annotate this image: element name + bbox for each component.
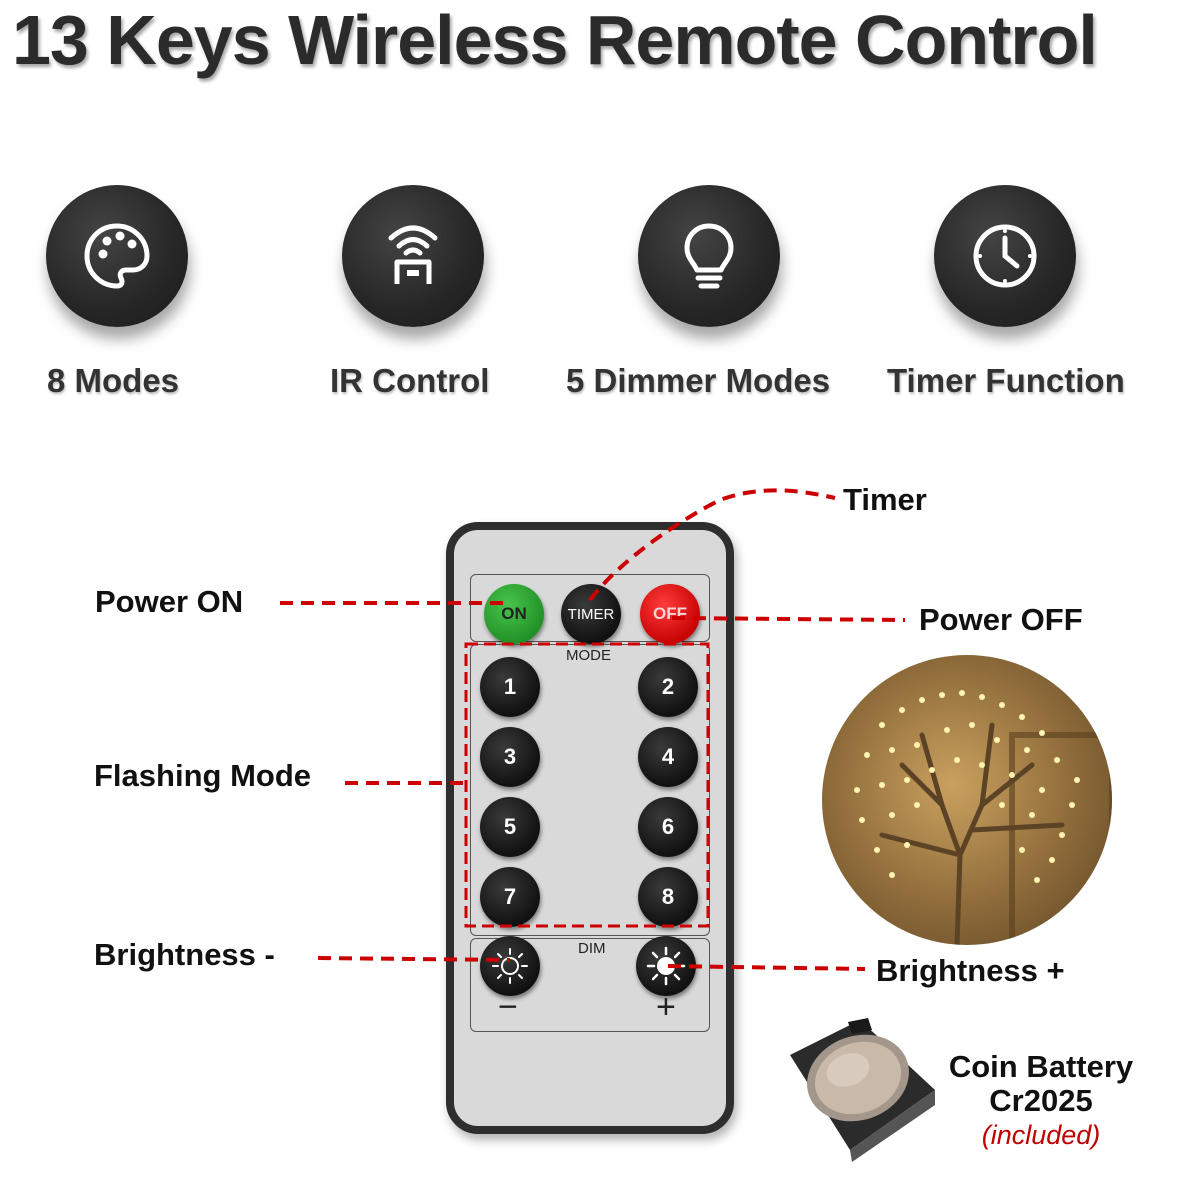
timer-button[interactable]: TIMER: [561, 584, 621, 644]
brightness-up-button[interactable]: [636, 936, 696, 996]
callout-brightness-minus: Brightness -: [94, 937, 275, 972]
mode-button-2[interactable]: 2: [638, 657, 698, 717]
palette-icon: [46, 185, 188, 327]
callout-flashing-mode: Flashing Mode: [94, 758, 311, 793]
callout-power-off: Power OFF: [919, 602, 1083, 637]
callout-power-on: Power ON: [95, 584, 244, 619]
mode-button-1[interactable]: 1: [480, 657, 540, 717]
dim-sun-icon: [492, 948, 528, 984]
callout-timer: Timer: [843, 482, 927, 517]
minus-sign: −: [498, 988, 518, 1026]
mode-button-5[interactable]: 5: [480, 797, 540, 857]
battery-line-1: Coin Battery: [948, 1049, 1134, 1084]
mode-button-7[interactable]: 7: [480, 867, 540, 927]
page-title: 13 Keys Wireless Remote Control: [12, 1, 1098, 79]
tree-light-photo: [822, 655, 1112, 945]
feature-label-8-modes: 8 Modes: [47, 362, 180, 399]
feature-label-dimmer-modes: 5 Dimmer Modes: [566, 362, 831, 399]
remote-control: ON TIMER OFF MODE 1 2 3 4 5 6 7 8 DIM: [446, 522, 734, 1134]
battery-line-2: Cr2025: [989, 1083, 1093, 1118]
battery-note: (included): [981, 1120, 1101, 1150]
mode-button-3[interactable]: 3: [480, 727, 540, 787]
feature-label-ir-control: IR Control: [330, 362, 490, 399]
bright-sun-icon: [646, 946, 686, 986]
dim-button-panel: [470, 938, 710, 1032]
mode-button-8[interactable]: 8: [638, 867, 698, 927]
mode-label: MODE: [566, 647, 611, 664]
dim-label: DIM: [578, 940, 606, 957]
plus-sign: +: [656, 988, 676, 1026]
mode-button-6[interactable]: 6: [638, 797, 698, 857]
feature-label-timer-function: Timer Function: [887, 362, 1125, 399]
brightness-down-button[interactable]: [480, 936, 540, 996]
light-bulb-icon: [638, 185, 780, 327]
clock-icon: [934, 185, 1076, 327]
callout-brightness-plus: Brightness +: [876, 953, 1065, 988]
mode-button-4[interactable]: 4: [638, 727, 698, 787]
on-button[interactable]: ON: [484, 584, 544, 644]
wireless-signal-icon: [342, 185, 484, 327]
battery-caption: Coin Battery Cr2025 (included): [946, 1050, 1136, 1152]
